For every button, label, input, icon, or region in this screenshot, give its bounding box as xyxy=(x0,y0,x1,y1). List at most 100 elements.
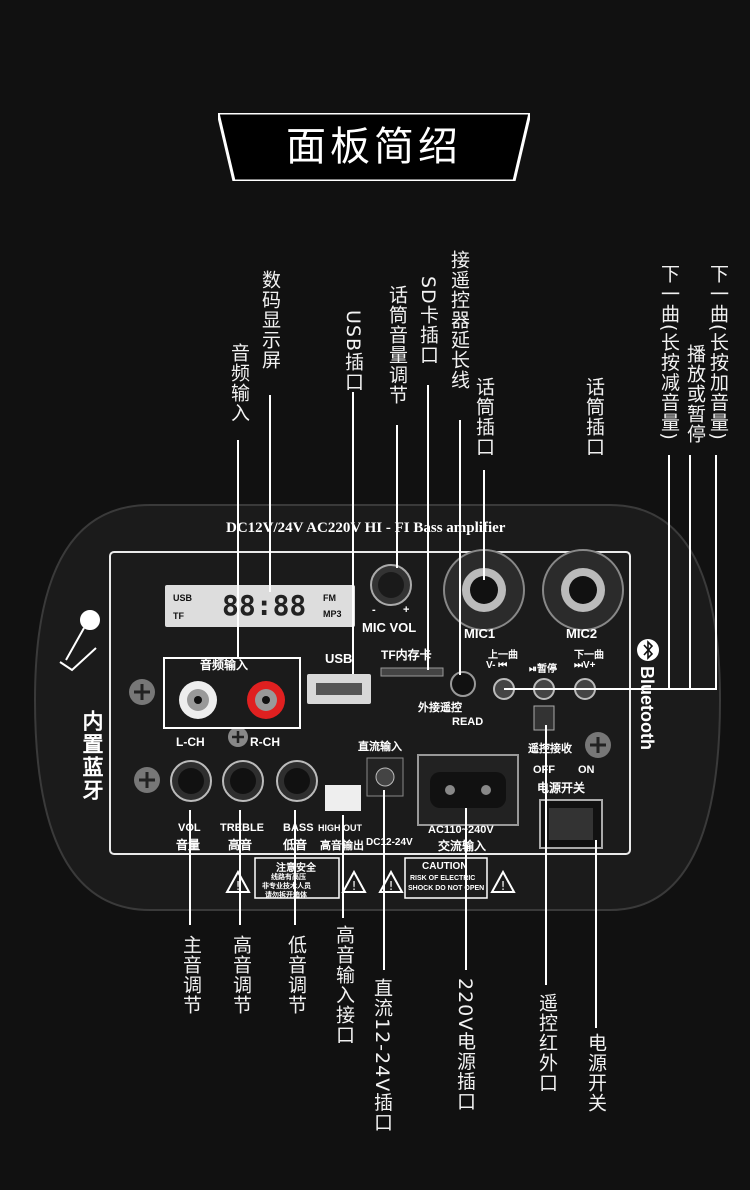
label-mic-volume: 话筒音量调节 xyxy=(386,285,408,405)
warning-icon: ! xyxy=(490,869,516,893)
label-treble: 高音调节 xyxy=(230,935,252,1015)
bass-cn-label: 低音 xyxy=(283,838,308,852)
ac-cn-label: 交流输入 xyxy=(438,839,487,853)
read-label: READ xyxy=(452,716,484,728)
label-ir-receiver: 遥控红外口 xyxy=(536,993,558,1093)
display-usb: USB xyxy=(173,593,193,603)
rca-right-jack[interactable] xyxy=(247,681,285,719)
ext-remote-label: 外接遥控 xyxy=(418,702,462,714)
dc-label: DC12-24V xyxy=(366,837,413,848)
label-master-volume: 主音调节 xyxy=(180,935,202,1015)
screw-icon xyxy=(228,727,248,747)
vol-cn-label: 音量 xyxy=(176,838,201,852)
notice-box xyxy=(254,857,340,899)
rca-left-jack[interactable] xyxy=(179,681,217,719)
label-audio-input: 音频输入 xyxy=(228,343,250,423)
audio-in-label: 音频输入 xyxy=(200,658,249,672)
next-cn-label: 下一曲 xyxy=(574,650,604,661)
panel-header: DC12V/24V AC220V HI - FI Bass amplifier xyxy=(226,520,506,536)
caution-line-2: SHOCK DO NOT OPEN xyxy=(408,885,485,892)
display-fm: FM xyxy=(323,593,336,603)
high-out-label: HIGH OUT xyxy=(318,823,362,833)
tf-card-label: TF内存卡 xyxy=(381,648,432,662)
caution-box xyxy=(404,857,488,899)
svg-text:!: ! xyxy=(352,879,357,893)
title-banner: 面板简绍 xyxy=(216,111,532,183)
bass-label: BASS xyxy=(283,822,314,834)
caution-title: CAUTION xyxy=(422,861,468,872)
display-digits: 88:88 xyxy=(222,589,307,622)
builtin-bt-label: 内置蓝牙 xyxy=(80,710,103,802)
tf-card-slot[interactable] xyxy=(380,667,444,677)
treble-label: TREBLE xyxy=(220,822,264,834)
treble-knob[interactable] xyxy=(222,760,264,802)
label-mic-jack-2: 话筒插口 xyxy=(583,377,605,457)
display-tf: TF xyxy=(173,611,184,621)
page-title: 面板简绍 xyxy=(286,124,462,170)
label-power-switch: 电源开关 xyxy=(585,1033,607,1113)
label-high-input: 高音输入接口 xyxy=(333,925,355,1045)
rch-label: R-CH xyxy=(250,735,280,749)
lch-label: L-CH xyxy=(176,735,205,749)
label-usb-port: USB插口 xyxy=(342,310,364,393)
mic1-label: MIC1 xyxy=(464,626,496,641)
high-out-connector[interactable] xyxy=(325,785,361,811)
high-out-cn-label: 高音输出 xyxy=(320,840,364,852)
screw-icon xyxy=(134,767,160,793)
svg-text:!: ! xyxy=(389,879,394,893)
label-prev-track: 下一曲(长按减音量) xyxy=(658,264,680,441)
audio-input-box xyxy=(163,657,301,729)
mic-vol-minus: - xyxy=(372,604,376,616)
power-cn-label: 电源开关 xyxy=(537,781,586,795)
svg-text:!: ! xyxy=(236,879,241,893)
remote-ext-jack[interactable] xyxy=(450,671,476,697)
ir-recv-label: 遥控接收 xyxy=(528,743,572,755)
label-sd-port: SD卡插口 xyxy=(417,276,439,365)
digital-display xyxy=(165,585,355,627)
vol-label: VOL xyxy=(178,822,201,834)
bluetooth-icon xyxy=(637,639,659,661)
label-remote-ext: 接遥控器延长线 xyxy=(448,250,470,390)
vol-knob[interactable] xyxy=(170,760,212,802)
on-label: ON xyxy=(578,764,595,776)
off-label: OFF xyxy=(533,764,555,776)
mic1-jack[interactable] xyxy=(443,549,525,631)
svg-text:!: ! xyxy=(501,879,506,893)
mic2-label: MIC2 xyxy=(566,626,598,641)
label-mic-jack-1: 话筒插口 xyxy=(473,377,495,457)
warning-icon: ! xyxy=(378,869,404,893)
notice-line-1: 线路有高压 xyxy=(271,874,306,881)
label-next-track: 下一曲(长按加音量) xyxy=(707,264,729,441)
label-digital-display: 数码显示屏 xyxy=(259,270,281,370)
bluetooth-label: Bluetooth xyxy=(637,666,657,750)
notice-title: 注意安全 xyxy=(276,863,316,874)
display-mp3: MP3 xyxy=(323,609,342,619)
usb-label: USB xyxy=(325,651,353,666)
label-play-pause: 播放或暂停 xyxy=(684,344,706,444)
treble-cn-label: 高音 xyxy=(228,838,253,852)
label-dc-port: 直流12-24V插口 xyxy=(371,978,393,1133)
notice-line-3: 请勿拆开箱体 xyxy=(265,892,307,899)
prev-sym-label: V- ⏮ xyxy=(486,660,508,671)
warning-icon: ! xyxy=(341,869,367,893)
mic-vol-label: MIC VOL xyxy=(362,620,417,635)
prev-cn-label: 上一曲 xyxy=(488,650,518,661)
ac-label: AC110~240V xyxy=(428,824,494,836)
next-sym-label: ⏭V+ xyxy=(574,660,596,671)
play-sym-label: ⏯暂停 xyxy=(529,664,557,675)
label-bass: 低音调节 xyxy=(285,935,307,1015)
microphone-icon xyxy=(59,610,100,672)
dc-in-label: 直流输入 xyxy=(358,741,402,753)
bass-knob[interactable] xyxy=(276,760,318,802)
panel-frame xyxy=(109,551,631,855)
ir-receiver xyxy=(533,705,555,731)
mic2-jack[interactable] xyxy=(542,549,624,631)
screw-icon xyxy=(129,679,155,705)
label-ac-port: 220V电源插口 xyxy=(454,978,476,1112)
screw-icon xyxy=(585,732,611,758)
caution-line-1: RISK OF ELECTRIC xyxy=(410,875,476,882)
warning-icon: ! xyxy=(225,869,251,893)
notice-line-2: 非专业技术人员 xyxy=(262,883,311,890)
